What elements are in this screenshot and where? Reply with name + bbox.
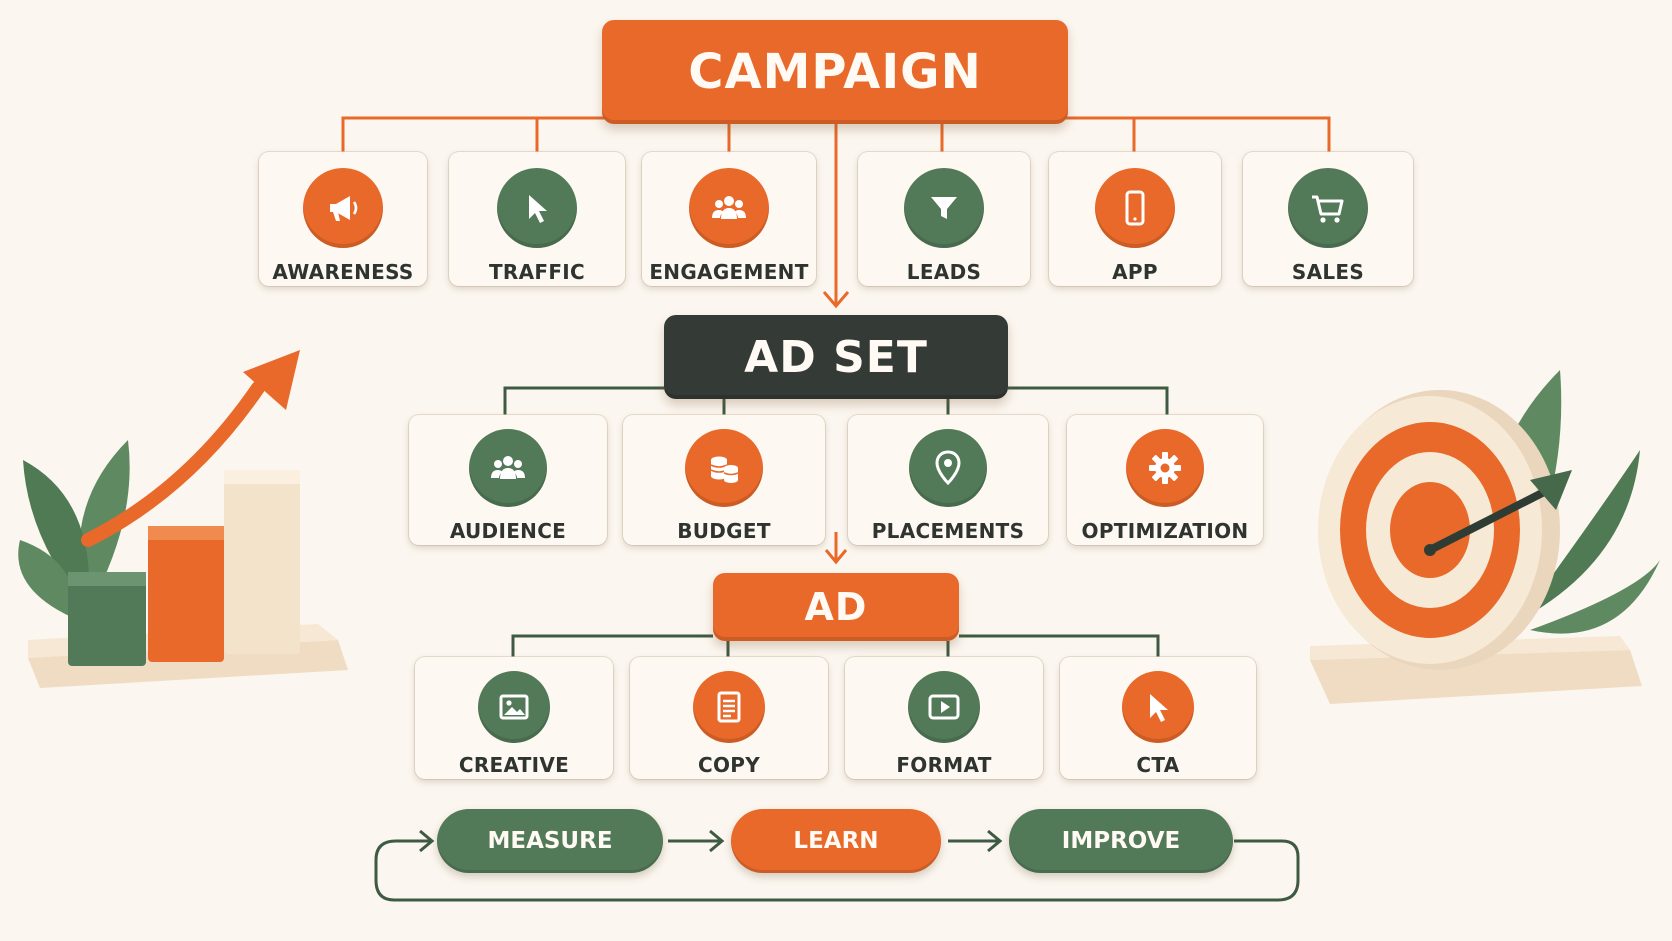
objective-card-traffic[interactable]: TRAFFIC bbox=[449, 152, 625, 286]
adset-card-optimization[interactable]: OPTIMIZATION bbox=[1067, 415, 1263, 545]
ad-label: CTA bbox=[1136, 753, 1180, 777]
people-icon bbox=[689, 168, 769, 248]
adset-label: PLACEMENTS bbox=[871, 519, 1025, 543]
ad-header: AD bbox=[713, 573, 959, 641]
funnel-icon bbox=[904, 168, 984, 248]
document-icon bbox=[693, 671, 765, 743]
objective-card-engagement[interactable]: ENGAGEMENT bbox=[642, 152, 816, 286]
gear-icon bbox=[1126, 429, 1204, 507]
people-icon bbox=[469, 429, 547, 507]
cursor-icon bbox=[497, 168, 577, 248]
cursor-icon bbox=[1122, 671, 1194, 743]
adset-card-budget[interactable]: BUDGET bbox=[623, 415, 825, 545]
cycle-improve-pill[interactable]: IMPROVE bbox=[1009, 809, 1233, 873]
campaign-header: CAMPAIGN bbox=[602, 20, 1068, 124]
loop-back-arrow bbox=[374, 839, 1300, 902]
ad-bracket bbox=[511, 634, 1160, 657]
location-pin-icon bbox=[909, 429, 987, 507]
ad-card-format[interactable]: FORMAT bbox=[845, 657, 1043, 779]
objective-label: APP bbox=[1112, 260, 1158, 284]
adset-card-placements[interactable]: PLACEMENTS bbox=[848, 415, 1048, 545]
objective-label: AWARENESS bbox=[272, 260, 414, 284]
megaphone-icon bbox=[303, 168, 383, 248]
image-icon bbox=[478, 671, 550, 743]
ad-label: CREATIVE bbox=[458, 753, 570, 777]
cart-icon bbox=[1288, 168, 1368, 248]
ad-card-creative[interactable]: CREATIVE bbox=[415, 657, 613, 779]
objective-card-leads[interactable]: LEADS bbox=[858, 152, 1030, 286]
adset-label: OPTIMIZATION bbox=[1081, 519, 1249, 543]
cycle-measure-pill[interactable]: MEASURE bbox=[437, 809, 663, 873]
ad-label: FORMAT bbox=[896, 753, 992, 777]
objective-label: TRAFFIC bbox=[488, 260, 586, 284]
ad-card-cta[interactable]: CTA bbox=[1060, 657, 1256, 779]
target-illustration bbox=[1310, 370, 1660, 704]
ad-label: COPY bbox=[697, 753, 761, 777]
objective-card-sales[interactable]: SALES bbox=[1243, 152, 1413, 286]
video-play-icon bbox=[908, 671, 980, 743]
adset-header: AD SET bbox=[664, 315, 1008, 399]
coins-icon bbox=[685, 429, 763, 507]
objective-label: LEADS bbox=[906, 260, 982, 284]
growth-chart-illustration bbox=[18, 350, 348, 688]
adset-card-audience[interactable]: AUDIENCE bbox=[409, 415, 607, 545]
adset-label: AUDIENCE bbox=[449, 519, 567, 543]
objective-label: ENGAGEMENT bbox=[649, 260, 809, 284]
objective-card-app[interactable]: APP bbox=[1049, 152, 1221, 286]
adset-bracket bbox=[503, 386, 1169, 415]
objective-card-awareness[interactable]: AWARENESS bbox=[259, 152, 427, 286]
adset-label: BUDGET bbox=[677, 519, 771, 543]
cycle-learn-pill[interactable]: LEARN bbox=[731, 809, 941, 873]
smartphone-icon bbox=[1095, 168, 1175, 248]
ad-card-copy[interactable]: COPY bbox=[630, 657, 828, 779]
objective-label: SALES bbox=[1291, 260, 1365, 284]
